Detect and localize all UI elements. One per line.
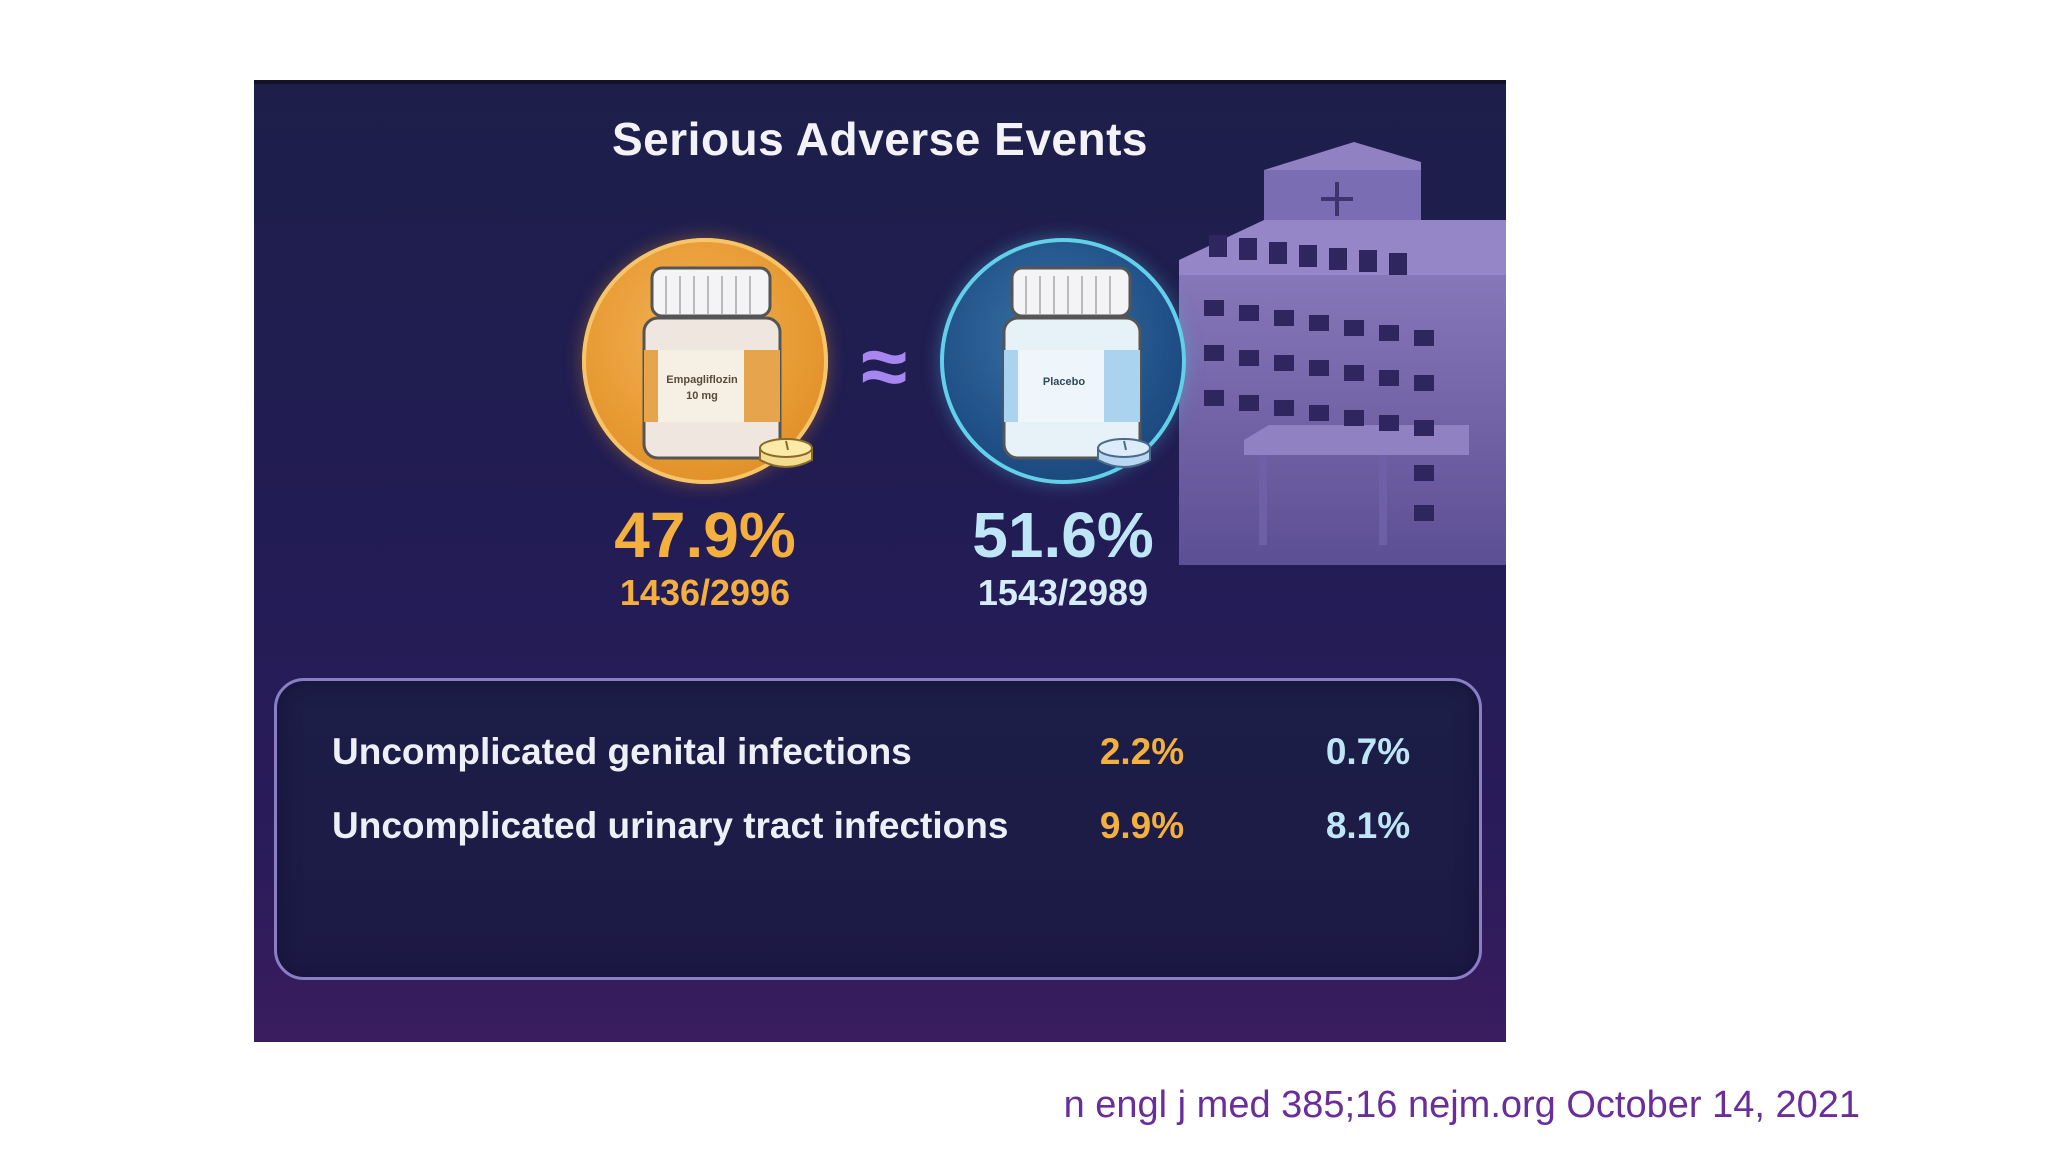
- row-label: Uncomplicated genital infections: [332, 731, 912, 772]
- pill-bottle-icon: [642, 266, 813, 468]
- pill-bottle-icon: [1002, 266, 1151, 468]
- slide-image-panel: Serious Adverse Events Empagliflozin 10 …: [254, 80, 1506, 1042]
- bottle-label-placebo: Placebo: [1042, 376, 1086, 388]
- citation-text: n engl j med 385;16 nejm.org October 14,…: [1063, 1084, 1860, 1126]
- empagliflozin-percent: 47.9%: [614, 499, 796, 571]
- row-placebo-value: 0.7%: [1325, 731, 1411, 772]
- row-label: Uncomplicated urinary tract infections: [332, 805, 1009, 846]
- bottle-label-drug-name: Empagliflozin: [666, 374, 738, 386]
- row-drug-value: 9.9%: [1099, 805, 1185, 846]
- placebo-fraction: 1543/2989: [977, 572, 1149, 613]
- placebo-percent: 51.6%: [972, 499, 1154, 571]
- hospital-building-icon: [1179, 142, 1506, 565]
- row-placebo-value: 8.1%: [1325, 805, 1411, 846]
- bottle-label-drug-dose: 10 mg: [686, 390, 718, 402]
- table-row: Uncomplicated urinary tract infections 9…: [277, 805, 1479, 865]
- slide-title: Serious Adverse Events: [612, 113, 1148, 165]
- approximately-equal-symbol: ≈: [860, 319, 908, 413]
- row-drug-value: 2.2%: [1099, 731, 1185, 772]
- empagliflozin-fraction: 1436/2996: [619, 572, 791, 613]
- table-row: Uncomplicated genital infections 2.2% 0.…: [277, 731, 1479, 791]
- infections-table: Uncomplicated genital infections 2.2% 0.…: [274, 678, 1482, 980]
- top-strip: [254, 80, 1506, 84]
